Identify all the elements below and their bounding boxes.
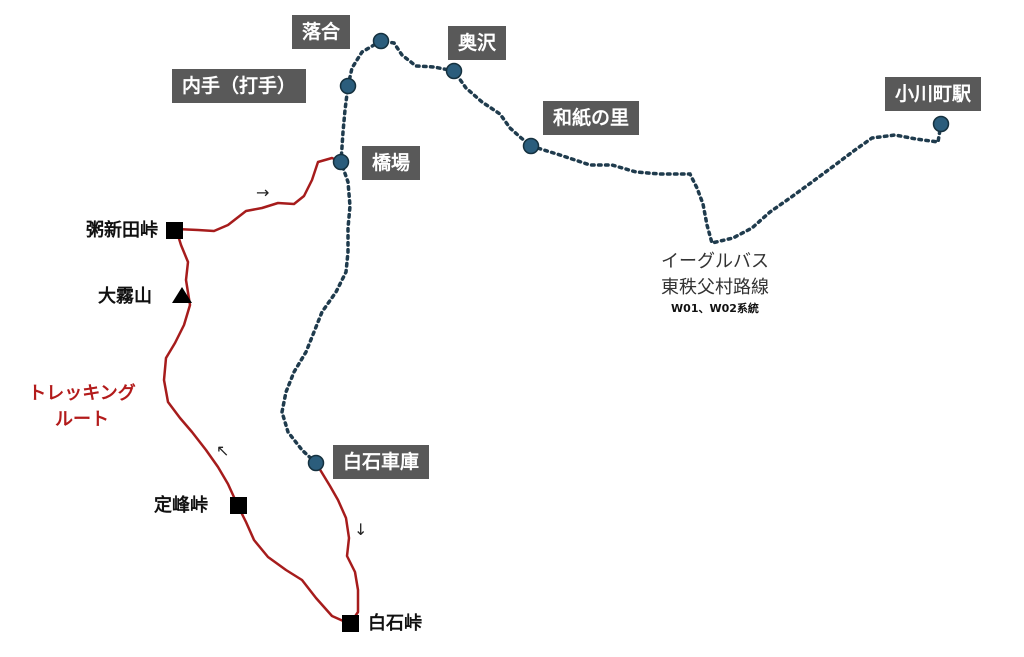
bus-stop-icon[interactable] xyxy=(332,153,350,171)
summit-label-oogiri: 大霧山 xyxy=(98,286,152,307)
trek-label-line1: トレッキング xyxy=(28,383,136,404)
direction-arrow-icon: ↖ xyxy=(216,441,230,460)
direction-arrow-icon: ↓ xyxy=(354,520,368,539)
pass-square-icon[interactable] xyxy=(342,615,359,632)
pass-square-icon[interactable] xyxy=(230,497,247,514)
bus-route-line xyxy=(280,39,943,465)
pass-square-icon[interactable] xyxy=(166,222,183,239)
direction-arrow-icon: → xyxy=(256,183,270,202)
stop-label-shiraishi-shako[interactable]: 白石車庫 xyxy=(333,445,430,479)
bus-stop-icon[interactable] xyxy=(445,62,463,80)
stop-label-hashiba[interactable]: 橋場 xyxy=(362,146,421,180)
stop-label-ogawamachi[interactable]: 小川町駅 xyxy=(885,77,982,111)
bus-stop-icon[interactable] xyxy=(339,77,357,95)
bus-stop-icon[interactable] xyxy=(522,137,540,155)
bus-stop-icon[interactable] xyxy=(932,115,950,133)
summit-triangle-icon[interactable] xyxy=(172,287,192,303)
bus-company-name: イーグルバス xyxy=(661,251,769,272)
pass-label-shiraishi: 白石峠 xyxy=(368,613,422,634)
stop-label-ochiai[interactable]: 落合 xyxy=(292,15,351,49)
trek-label-line2: ルート xyxy=(55,409,109,430)
trekking-route-label: トレッキング ルート xyxy=(12,381,152,433)
trekking-route-line xyxy=(162,156,360,626)
stop-label-uchide[interactable]: 内手（打手） xyxy=(172,69,307,103)
bus-route-numbers: W01、W02系統 xyxy=(671,302,759,315)
stop-label-okusawa[interactable]: 奥沢 xyxy=(448,26,507,60)
pass-label-shishinden: 粥新田峠 xyxy=(86,220,158,241)
pass-label-jomine: 定峰峠 xyxy=(154,495,208,516)
bus-stop-icon[interactable] xyxy=(372,32,390,50)
stop-label-washi[interactable]: 和紙の里 xyxy=(543,101,640,135)
bus-line-name: 東秩父村路線 xyxy=(661,277,769,298)
bus-route-label: イーグルバス 東秩父村路線 W01、W02系統 xyxy=(640,249,790,317)
bus-stop-icon[interactable] xyxy=(307,454,325,472)
